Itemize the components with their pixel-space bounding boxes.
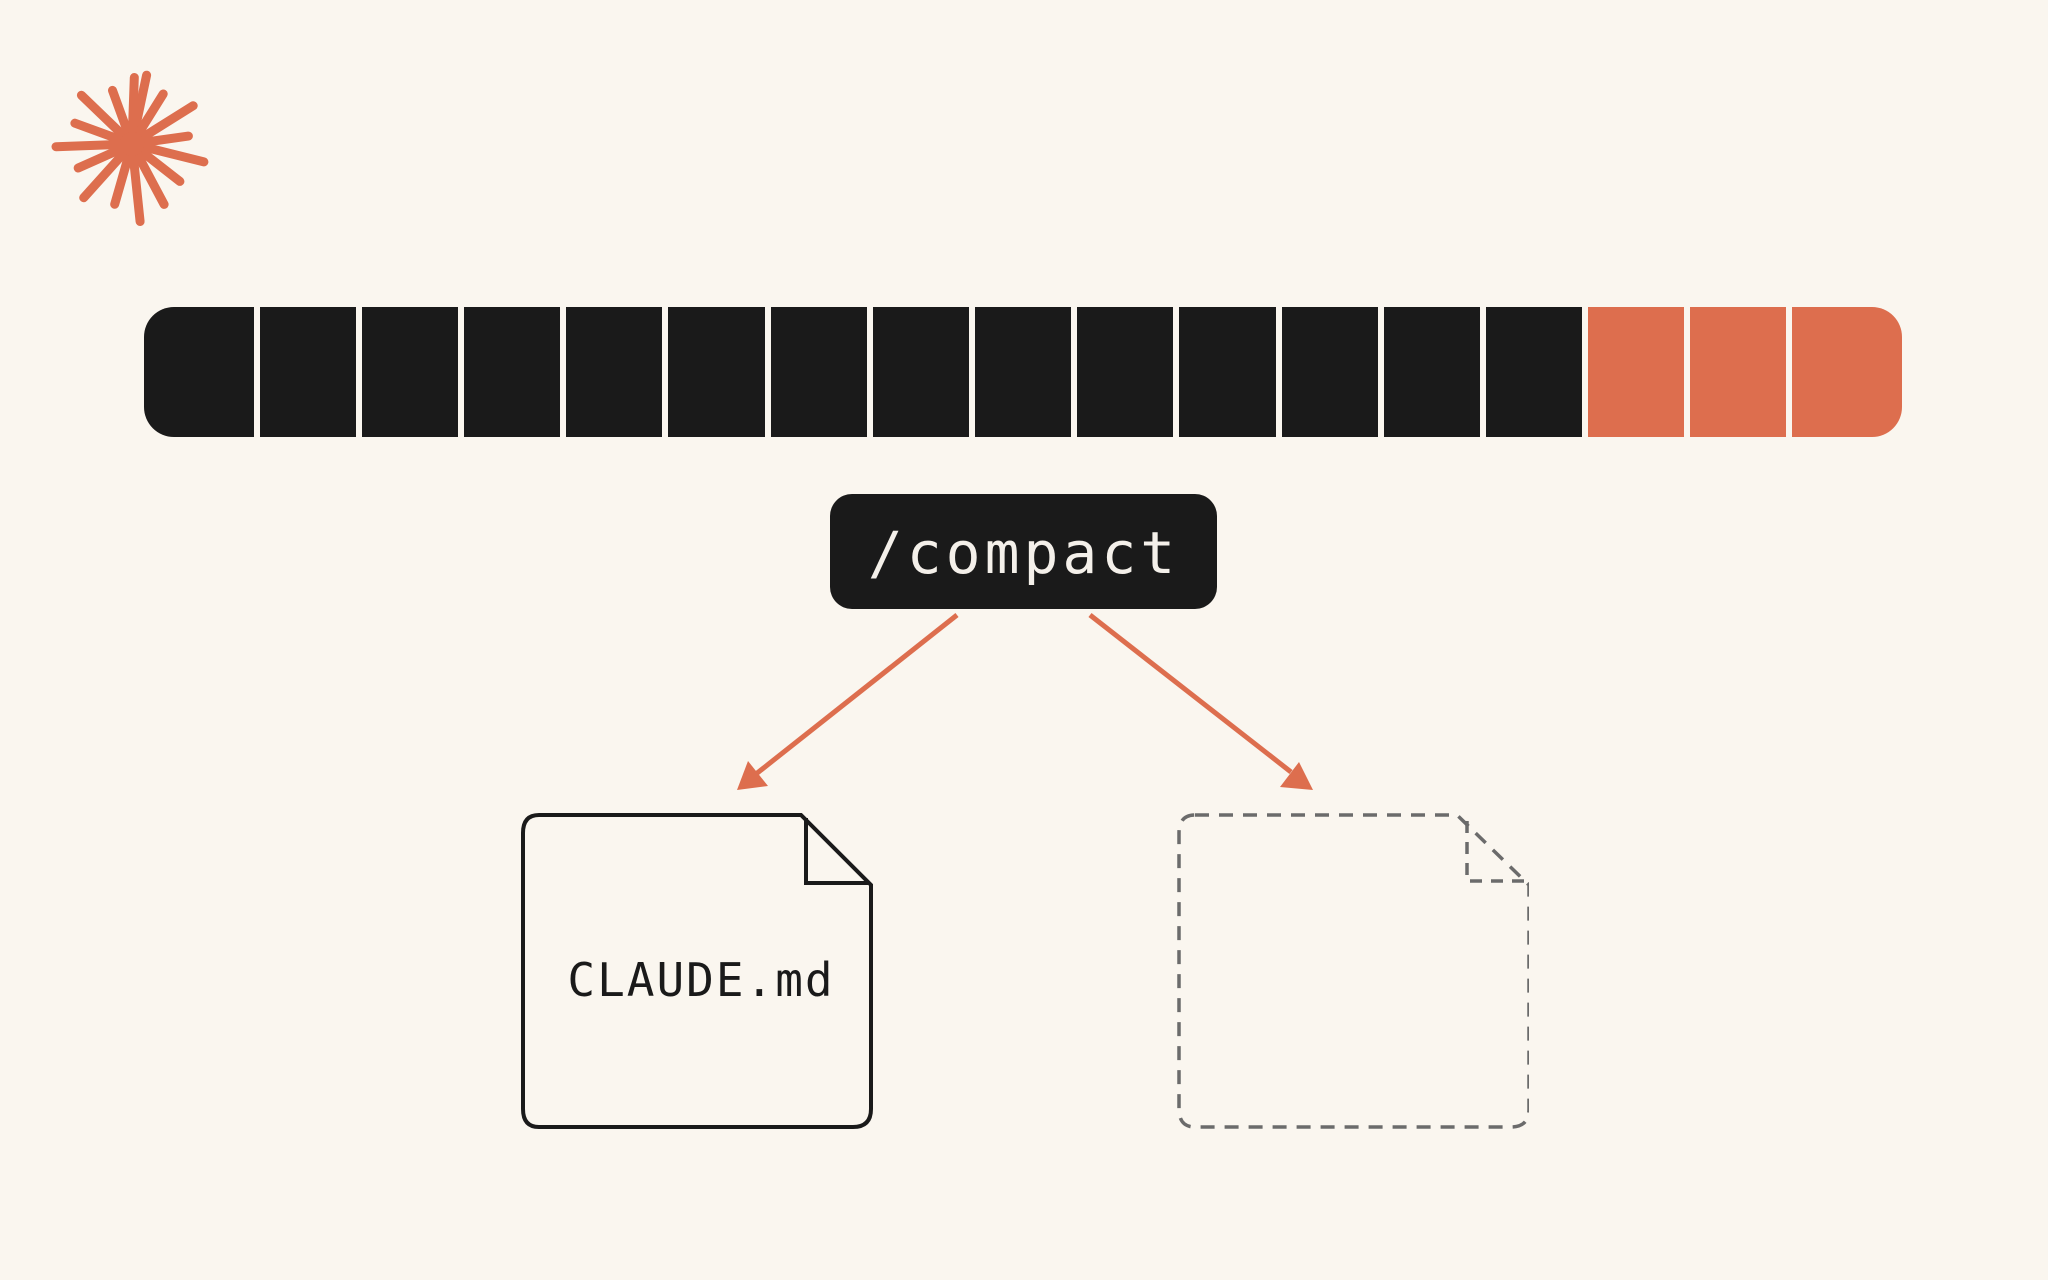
logo-core [120,132,144,156]
document-icon [521,813,873,1129]
logo-ray [127,101,198,149]
claude-md-label: CLAUDE.md [567,953,835,1007]
arrow-to-claude-md [737,613,959,790]
context-segment-filled [770,307,867,437]
context-segment-filled [668,307,765,437]
dashed-document-icon [1177,813,1529,1129]
context-segment-filled [464,307,561,437]
compact-command-pill: /compact [830,494,1217,609]
logo-ray [127,139,209,167]
context-bar [144,307,1903,437]
logo-ray [51,139,137,152]
context-segment-filled [1383,307,1480,437]
logo-ray [79,139,137,203]
compact-command-label: /compact [867,518,1180,587]
arrow-to-new-document [1088,613,1313,790]
context-segment-filled [1179,307,1276,437]
context-segment-filled [974,307,1072,437]
context-segment-filled [1485,307,1583,437]
context-segment-filled [1281,307,1378,437]
context-segment-filled [259,307,356,437]
context-segment-filled [144,307,254,437]
context-segment-filled [872,307,969,437]
context-segment-filled [566,307,663,437]
new-document-placeholder [1177,813,1529,1129]
starburst-logo-icon [51,70,209,226]
context-segment-highlight [1588,307,1685,437]
context-segment-filled [1077,307,1174,437]
context-segment-filled [361,307,459,437]
context-segment-highlight [1690,307,1787,437]
logo-ray [127,139,145,226]
context-segment-highlight [1792,307,1903,437]
claude-md-document: CLAUDE.md [521,813,873,1129]
